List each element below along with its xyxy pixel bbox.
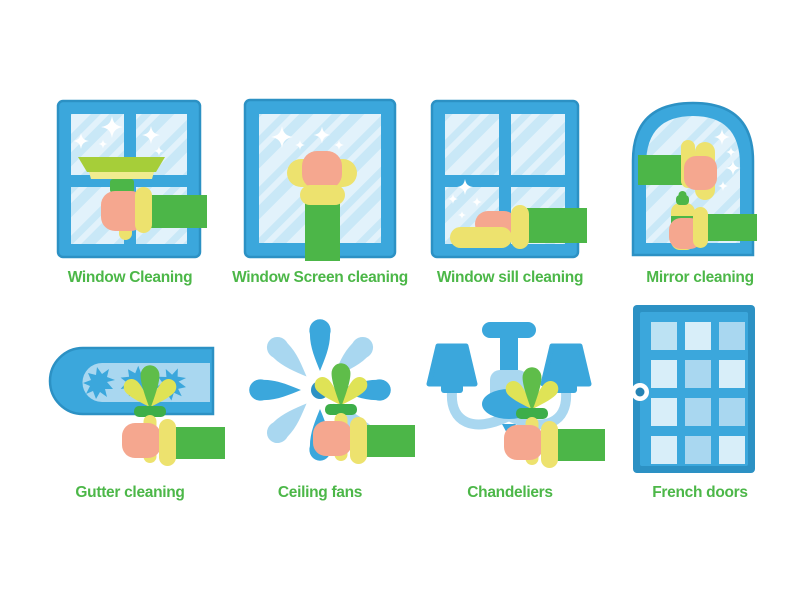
service-label: Chandeliers xyxy=(467,484,553,501)
door-panes xyxy=(651,322,745,464)
service-item-chandeliers: Chandeliers xyxy=(415,300,605,502)
service-label: Gutter cleaning xyxy=(75,484,185,501)
door xyxy=(631,305,755,473)
service-label: Window sill cleaning xyxy=(436,269,584,286)
chandeliers-icon xyxy=(426,322,605,480)
spray-bottle-hand-bottom xyxy=(669,191,757,250)
service-label: Ceiling fans xyxy=(277,484,363,501)
service-item-gutter-cleaning: Gutter cleaning xyxy=(35,300,225,502)
chandelier xyxy=(426,322,592,437)
brush-hand xyxy=(311,363,415,464)
service-item-window-screen-cleaning: Window Screen cleaning xyxy=(225,95,415,287)
service-item-ceiling-fans: Ceiling fans xyxy=(225,300,415,502)
door-knob xyxy=(631,383,649,401)
sponge-hand xyxy=(287,151,357,261)
service-label: Window Screen cleaning xyxy=(232,269,408,286)
gutter-cleaning-icon xyxy=(48,346,225,480)
squeegee-hand xyxy=(78,157,207,240)
service-label: Window Cleaning xyxy=(67,269,193,286)
french-doors-icon xyxy=(631,305,755,473)
ceiling-fans-icon xyxy=(249,319,415,480)
service-item-window-cleaning: Window Cleaning xyxy=(35,95,225,287)
service-label: Mirror cleaning xyxy=(646,269,754,286)
service-item-window-sill-cleaning: Window sill cleaning xyxy=(415,95,605,287)
service-label: French doors xyxy=(652,484,748,501)
window-cleaning-icon xyxy=(56,99,207,259)
mirror-cleaning-icon xyxy=(631,101,757,257)
window-sill-cleaning-icon xyxy=(430,99,587,259)
service-item-french-doors: French doors xyxy=(605,300,795,502)
service-item-mirror-cleaning: Mirror cleaning xyxy=(605,95,795,287)
sponge-hand-top xyxy=(638,140,717,200)
window-screen-cleaning-icon xyxy=(243,98,397,261)
cloth-hand xyxy=(450,205,587,249)
